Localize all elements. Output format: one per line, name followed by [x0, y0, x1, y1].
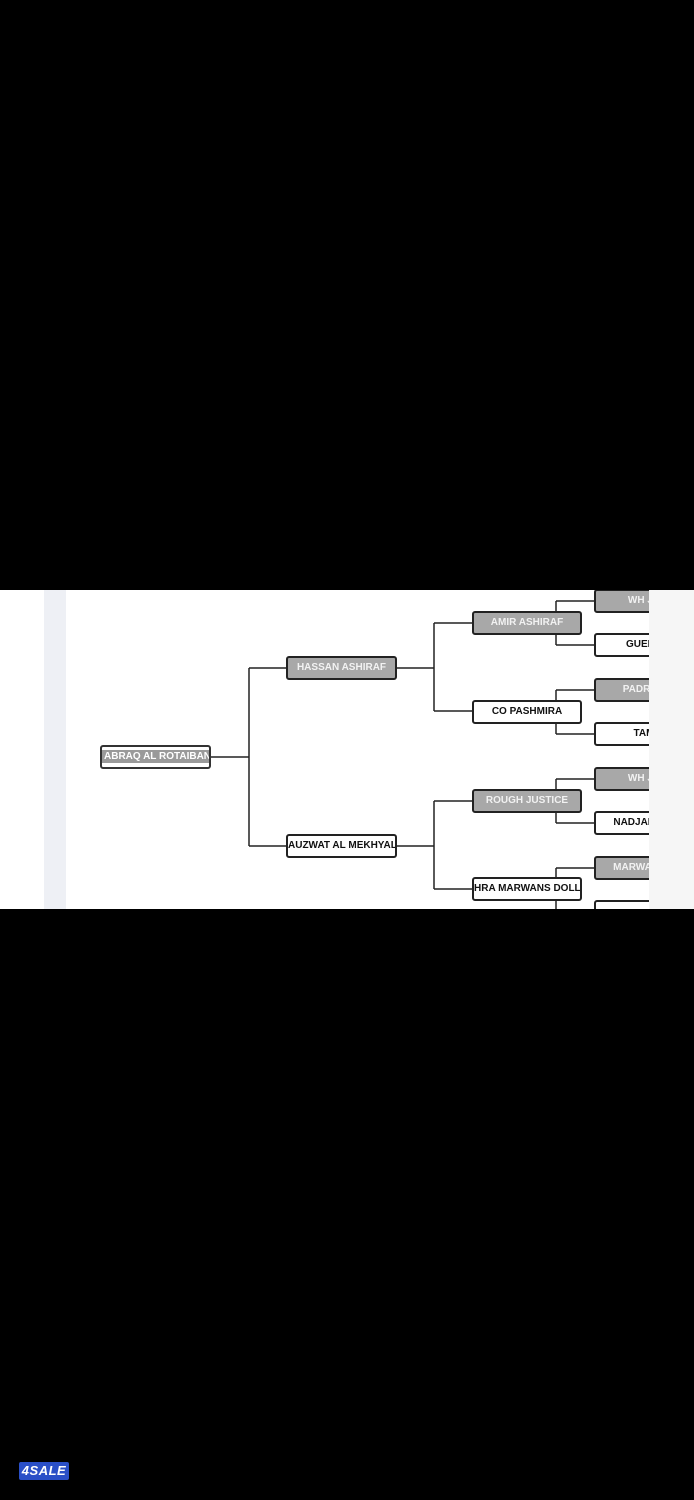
node-dam[interactable]: AUZWAT AL MEKHYAL: [286, 834, 397, 858]
node-sire-sire[interactable]: AMIR ASHIRAF: [472, 611, 582, 635]
node-sire-dam[interactable]: CO PASHMIRA: [472, 700, 582, 724]
brand-logo: 4SALE: [19, 1462, 69, 1480]
node-gen4-6[interactable]: NADJANA BI: [594, 811, 649, 835]
left-gutter: [44, 590, 66, 909]
node-dam-dam[interactable]: HRA MARWANS DOLL: [472, 877, 582, 901]
node-root-horse[interactable]: ABRAQ AL ROTAIBAN: [100, 745, 211, 769]
connector-lines: [210, 600, 594, 909]
pedigree-chart-panel: ABRAQ AL ROTAIBAN HASSAN ASHIRAF AUZWAT …: [0, 590, 694, 909]
node-gen4-1[interactable]: WH JU: [594, 590, 649, 613]
node-gen4-2[interactable]: GUEND: [594, 633, 649, 657]
node-gen4-4[interactable]: TAM: [594, 722, 649, 746]
node-gen4-3[interactable]: PADRON: [594, 678, 649, 702]
node-gen4-7[interactable]: MARWAN AL: [594, 856, 649, 880]
node-dam-sire[interactable]: ROUGH JUSTICE: [472, 789, 582, 813]
node-sire[interactable]: HASSAN ASHIRAF: [286, 656, 397, 680]
pedigree-tree: ABRAQ AL ROTAIBAN HASSAN ASHIRAF AUZWAT …: [0, 590, 649, 909]
node-gen4-8[interactable]: [594, 900, 649, 909]
node-root-label: ABRAQ AL ROTAIBAN: [102, 750, 209, 763]
right-edge-strip: [649, 590, 694, 909]
node-gen4-5[interactable]: WH JU: [594, 767, 649, 791]
